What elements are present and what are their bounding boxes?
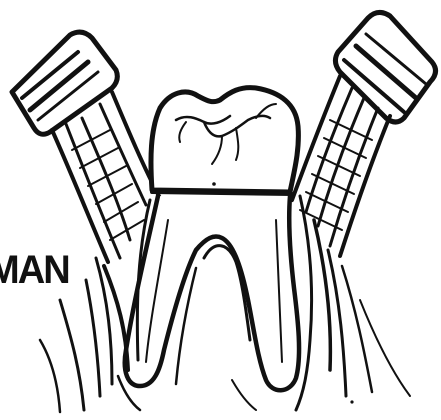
tooth-roots [125, 196, 299, 390]
caption-fragment-text: MAN [0, 250, 69, 290]
tooth-crown [151, 88, 298, 192]
cementoenamel-junction [152, 192, 292, 194]
left-forceps-beak [12, 32, 160, 262]
